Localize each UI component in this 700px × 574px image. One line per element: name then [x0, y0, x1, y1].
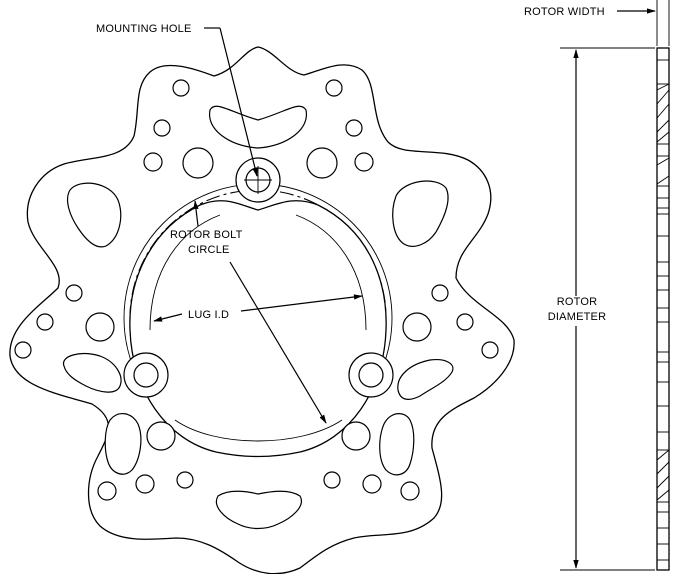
mounting-hole-label: MOUNTING HOLE [96, 23, 192, 35]
slot-lower-right [397, 359, 454, 400]
dimension-rotor-width: ROTOR WIDTH [524, 0, 670, 46]
callout-mounting-hole: MOUNTING HOLE [96, 23, 258, 177]
mounting-hole-right [358, 362, 384, 388]
rotor-side-view [656, 47, 670, 571]
rotor-front-view [9, 46, 515, 574]
slot-top [209, 105, 307, 149]
lug-id-label: LUG I.D [188, 309, 229, 321]
mounting-hole-left [133, 362, 159, 388]
rotor-width-label: ROTOR WIDTH [524, 6, 605, 18]
callout-rotor-bolt-circle: ROTOR BOLT CIRCLE [170, 200, 327, 424]
rotor-diameter-label-line1: ROTOR [557, 296, 598, 308]
callout-lug-id: LUG I.D [153, 294, 363, 322]
slot-bottom-left [104, 413, 142, 475]
slot-bottom-right [379, 413, 415, 476]
dimension-rotor-diameter: ROTOR DIAMETER [548, 47, 655, 571]
slot-upper-left [66, 182, 122, 248]
rotor-bolt-circle-label-line1: ROTOR BOLT [170, 229, 243, 241]
hub-cutout [129, 200, 387, 458]
rotor-diameter-label-line2: DIAMETER [548, 311, 606, 323]
rotor-bolt-circle-label-line2: CIRCLE [188, 244, 230, 256]
drilled-holes [14, 79, 499, 501]
slot-lower-left [62, 353, 122, 393]
slot-bottom [215, 490, 302, 530]
slot-upper-right [392, 180, 449, 247]
